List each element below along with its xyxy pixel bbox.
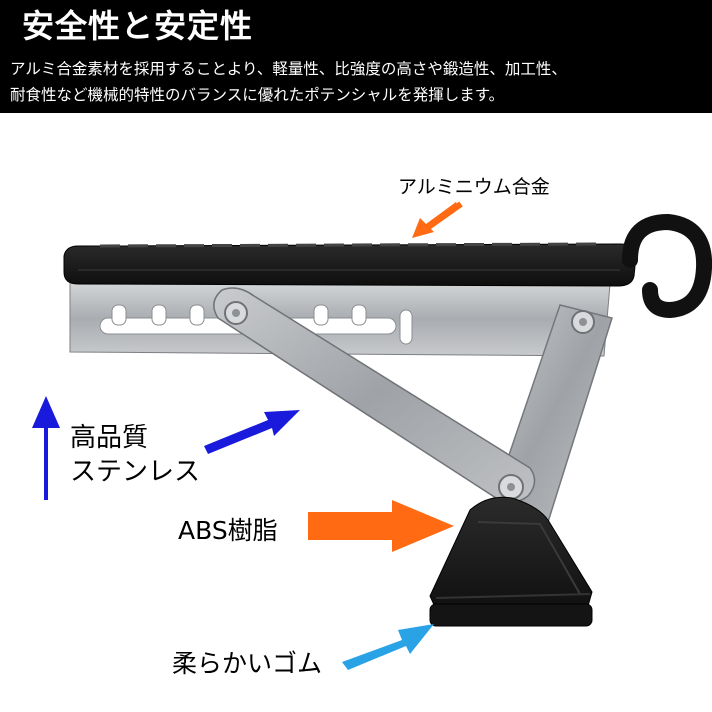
description-line-1: アルミ合金素材を採用することより、軽量性、比強度の高さや鍛造性、加工性、 [10,60,567,78]
aluminum-step-pad [63,242,637,287]
arrow-diagonal-icon-steel [204,410,300,454]
arrow-up-icon-steel [32,396,60,500]
abs-resin-foot [429,496,593,621]
arrow-diagonal-icon-rubber [342,624,434,670]
rivet-bottom [498,474,524,500]
header-banner: 安全性と安定性 アルミ合金素材を採用することより、軽量性、比強度の高さや鍛造性、… [0,0,712,113]
rubber-sole [429,603,593,627]
rivet-top-left [224,301,248,325]
label-soft-rubber: 柔らかいゴム [172,649,323,678]
arrow-icon-aluminum [412,201,463,238]
steel-slotted-plate [69,281,611,357]
label-abs-resin: ABS樹脂 [178,516,278,545]
page-title: 安全性と安定性 [22,7,254,45]
label-aluminum-alloy: アルミニウム合金 [398,176,550,198]
rivet-top-right [571,310,595,334]
front-steel-arm [213,287,536,504]
product-illustration [32,201,712,670]
label-steel-line-1: 高品質 [70,423,149,453]
label-steel-line-2: ステンレス [70,457,201,487]
description-line-2: 耐食性など機械的特性のバランスに優れたポテンシャルを発揮します。 [10,86,505,104]
arrow-right-icon-abs [308,500,454,552]
door-latch-hook [622,213,712,319]
